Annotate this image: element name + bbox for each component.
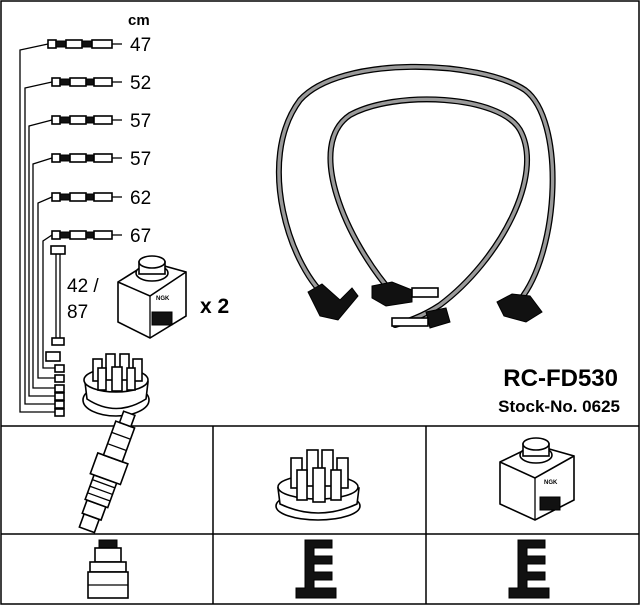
coil-connector-icon (508, 539, 550, 599)
svg-text:NGK: NGK (544, 480, 558, 486)
cable-length-label: 47 (130, 35, 151, 56)
cable-length-label: 57 (130, 149, 151, 170)
coil-cable-length-label: 42 / 87 (67, 276, 104, 323)
plug-connector-icon (87, 539, 129, 599)
stock-number: Stock-No. 0625 (498, 397, 620, 416)
ignition-coil-illustration: NGK (117, 255, 187, 339)
cable-length-label: 57 (130, 111, 151, 132)
distributor-cap-icon (275, 449, 361, 521)
ignition-cables-illustration (275, 63, 556, 329)
distributor-cap-illustration (82, 353, 150, 417)
cable-length-label: 52 (130, 73, 151, 94)
cable-length-label: 67 (130, 226, 151, 247)
unit-label: cm (128, 12, 150, 29)
coil-multiplier: x 2 (200, 295, 229, 318)
cap-connector-icon (295, 539, 337, 599)
svg-text:NGK: NGK (156, 296, 170, 302)
cable-bundle-schematic (19, 39, 122, 417)
spark-plug-icon (78, 410, 136, 534)
cable-length-label: 62 (130, 188, 151, 209)
ignition-coil-icon: NGK (499, 437, 575, 521)
product-code: RC-FD530 (503, 365, 618, 392)
